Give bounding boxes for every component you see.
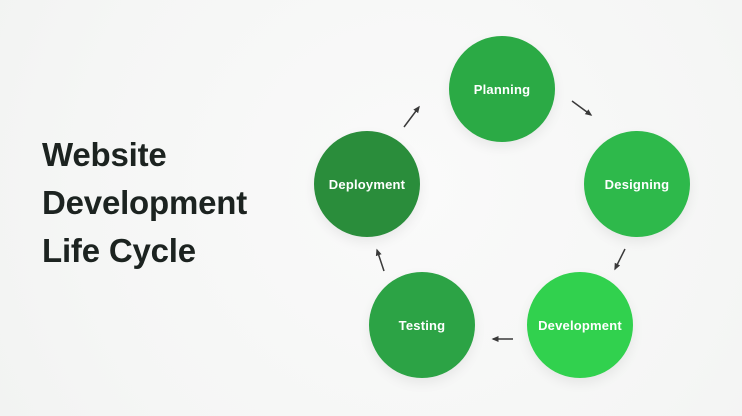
page-title: Website Development Life Cycle [42, 131, 247, 275]
step-deployment: Deployment [314, 131, 420, 237]
step-development-label: Development [538, 317, 622, 333]
title-line-3: Life Cycle [42, 232, 196, 269]
step-testing-label: Testing [398, 317, 446, 333]
step-development: Development [527, 272, 633, 378]
step-planning-label: Planning [473, 81, 531, 97]
title-line-1: Website [42, 136, 167, 173]
step-designing: Designing [584, 131, 690, 237]
step-designing-label: Designing [604, 176, 670, 192]
step-deployment-label: Deployment [328, 176, 406, 192]
step-planning: Planning [449, 36, 555, 142]
title-line-2: Development [42, 184, 248, 221]
arrow-testing-to-deployment [375, 248, 385, 272]
arrow-designing-to-development [614, 248, 626, 271]
arrow-deployment-to-planning [403, 105, 420, 128]
arrow-planning-to-designing [571, 100, 593, 116]
step-testing: Testing [369, 272, 475, 378]
